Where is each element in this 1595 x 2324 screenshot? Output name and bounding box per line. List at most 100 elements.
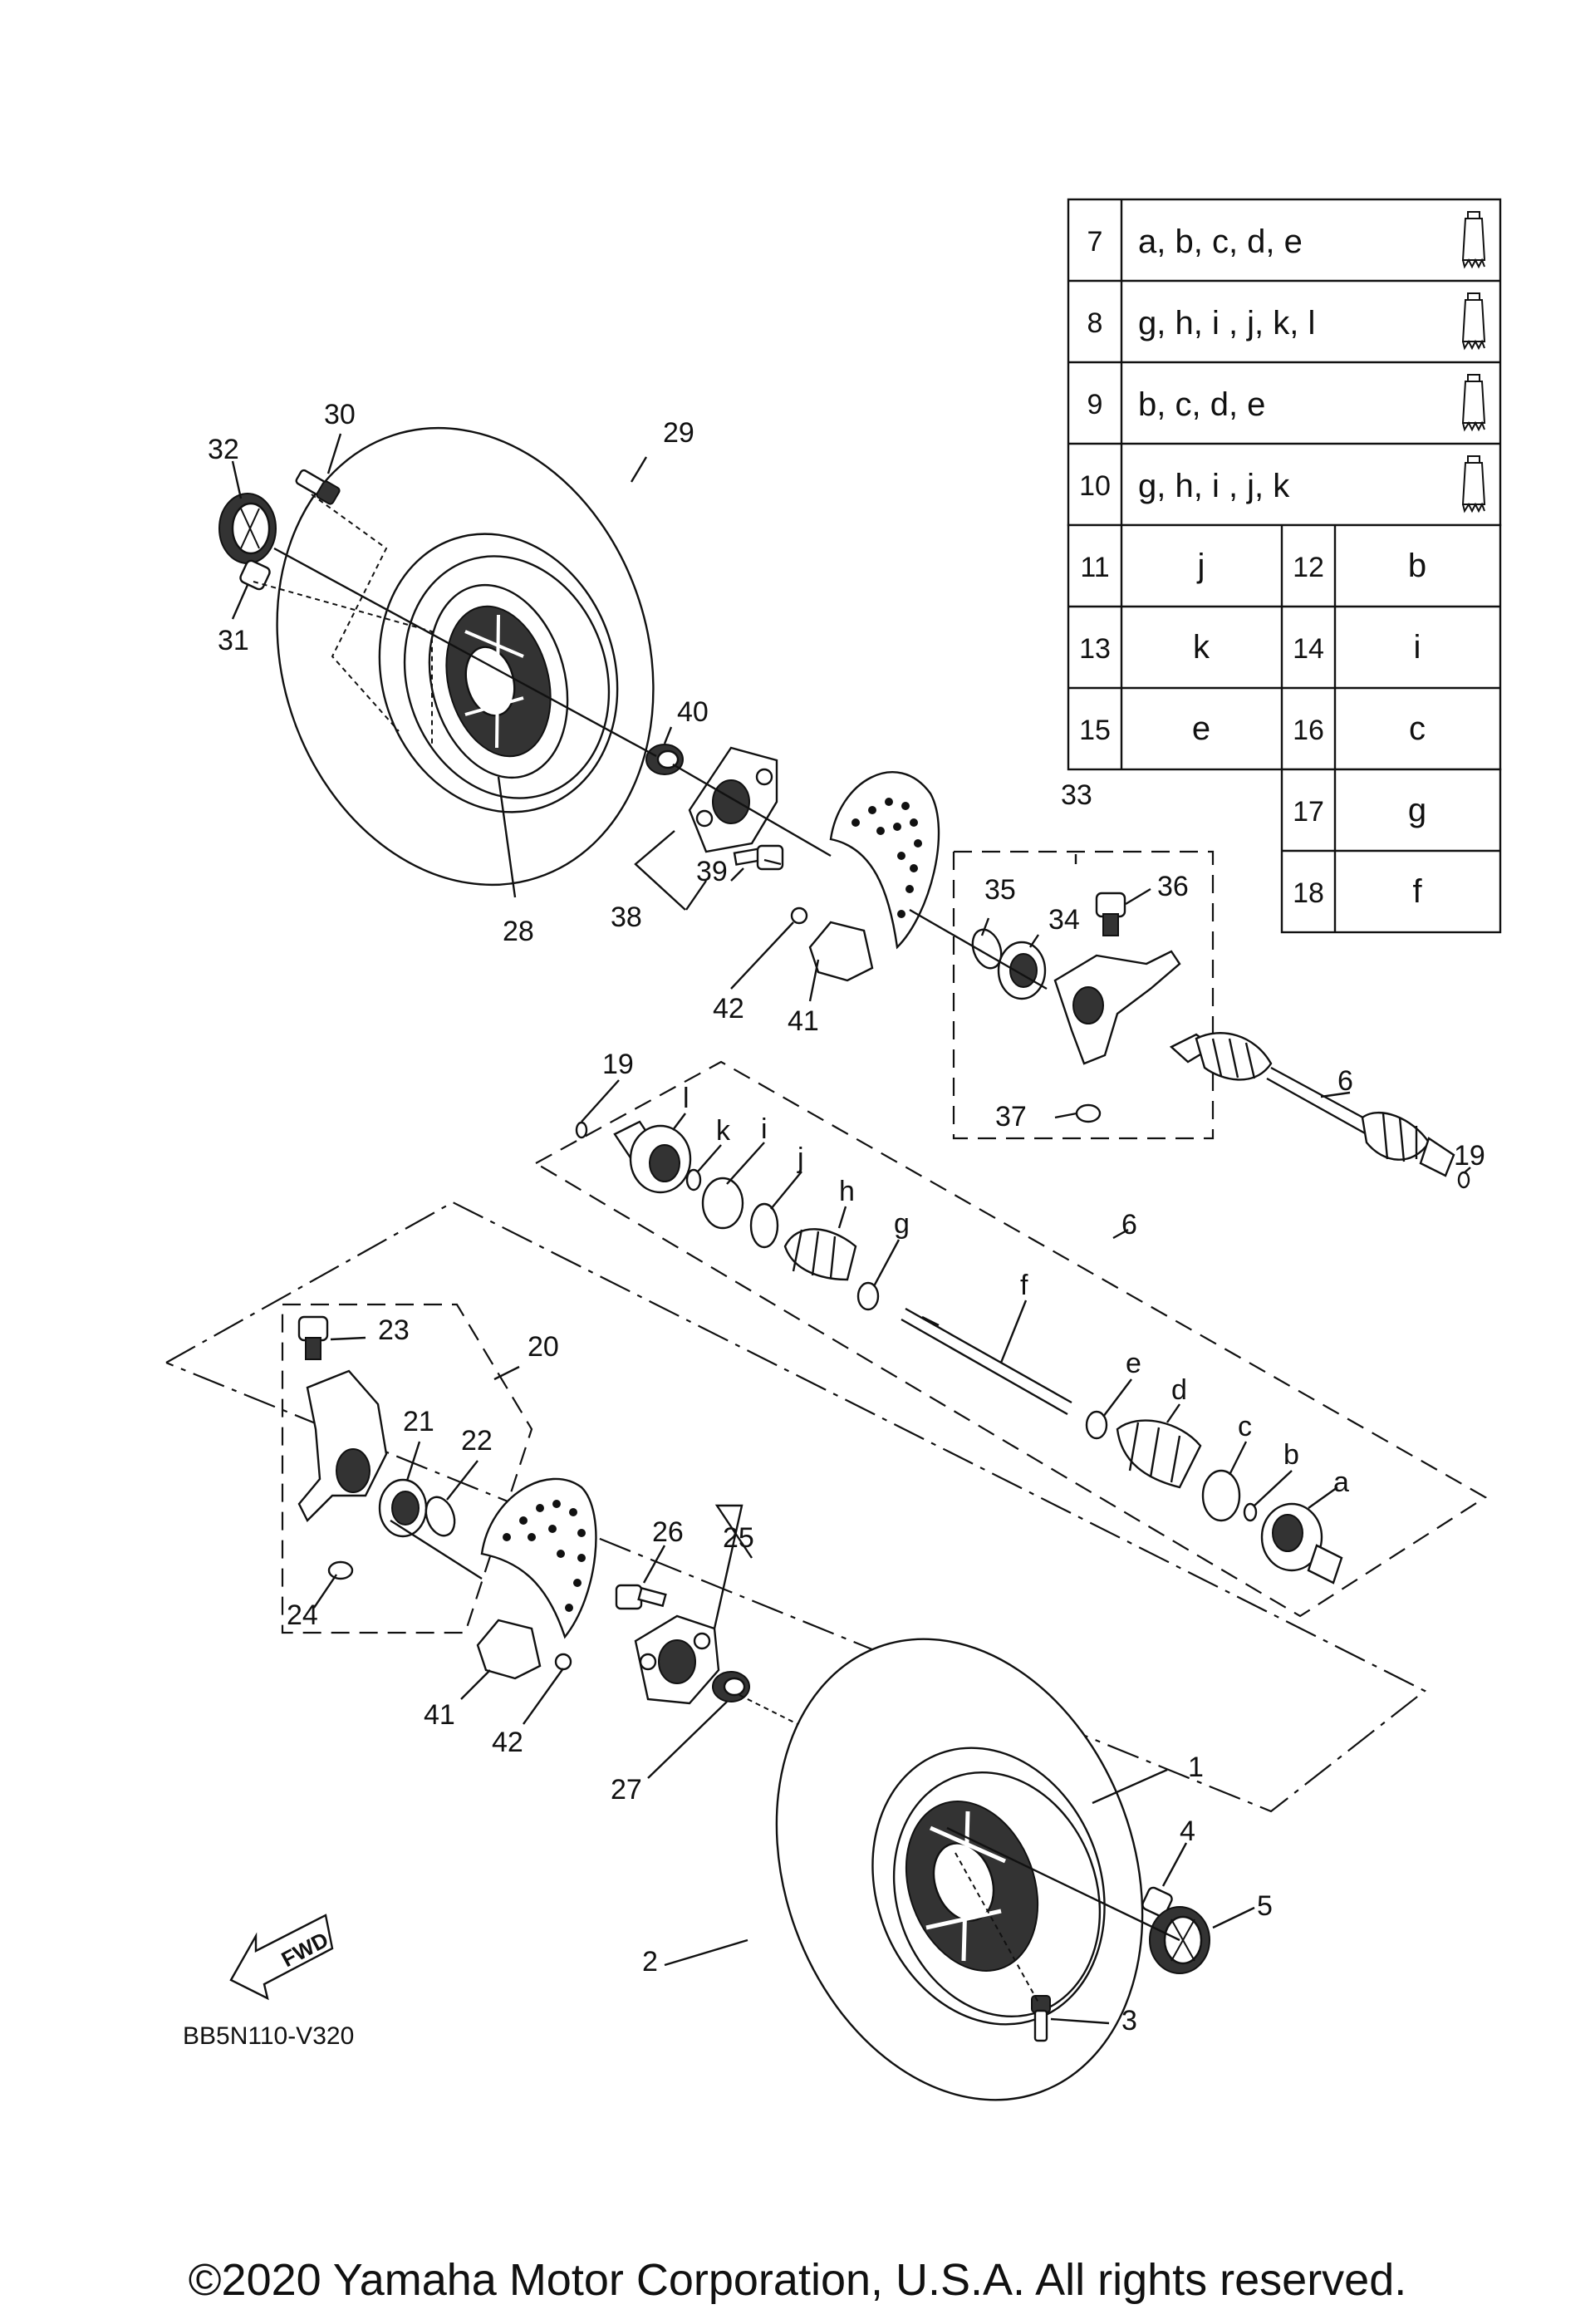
callout-d: d xyxy=(1171,1374,1187,1406)
lower-wheel-rim xyxy=(892,1771,1102,2018)
table-row-16-part: c xyxy=(1409,710,1426,747)
callout-34: 34 xyxy=(1048,904,1080,936)
table-row-14-part: i xyxy=(1414,629,1421,666)
cv-joint-a xyxy=(1260,1502,1343,1585)
callout-20: 20 xyxy=(528,1331,559,1363)
group-outlines xyxy=(165,850,1488,1813)
callout-42-upper: 42 xyxy=(713,993,744,1024)
callout-38: 38 xyxy=(611,902,642,933)
callout-41-upper: 41 xyxy=(788,1005,819,1037)
callout-e: e xyxy=(1126,1348,1141,1379)
table-row-8-number: 8 xyxy=(1087,307,1103,339)
table-row-17-part: g xyxy=(1408,792,1426,828)
circlip-24 xyxy=(327,1560,354,1580)
callout-l: l xyxy=(683,1083,690,1114)
hub-25 xyxy=(634,1614,720,1705)
circlip-35 xyxy=(971,928,1003,970)
table-row-7-number: 7 xyxy=(1087,226,1103,258)
cv-joint-l xyxy=(613,1120,692,1194)
table-row-17-number: 17 xyxy=(1293,796,1324,828)
table-row-16-number: 16 xyxy=(1293,715,1324,746)
ball-joint-23 xyxy=(297,1315,329,1360)
table-row-11-number: 11 xyxy=(1080,552,1109,583)
circlip-22 xyxy=(425,1496,456,1537)
callout-28: 28 xyxy=(503,916,534,947)
boot-h xyxy=(783,1228,857,1281)
callout-19-left: 19 xyxy=(602,1049,634,1080)
table-row-10-number: 10 xyxy=(1079,470,1111,502)
upper-wheel-assembly xyxy=(218,426,940,982)
callout-c: c xyxy=(1238,1411,1252,1442)
band-i xyxy=(701,1177,744,1230)
table-row-9-parts: b, c, d, e xyxy=(1138,386,1265,423)
callout-a: a xyxy=(1333,1467,1349,1498)
callout-39: 39 xyxy=(696,856,728,887)
callout-f: f xyxy=(1020,1270,1028,1301)
callout-g: g xyxy=(894,1208,910,1240)
lower-wheel-assembly xyxy=(775,1638,1210,2101)
callout-36: 36 xyxy=(1157,871,1189,902)
callout-k: k xyxy=(716,1115,731,1147)
steering-knuckle-lower xyxy=(297,1369,388,1523)
callout-30: 30 xyxy=(324,399,356,430)
callout-b: b xyxy=(1283,1439,1299,1471)
fwd-arrow-icon: FWD xyxy=(229,1914,334,2001)
callout-35: 35 xyxy=(984,874,1016,906)
hub-cap-32 xyxy=(218,493,277,564)
callout-21: 21 xyxy=(403,1406,434,1437)
callout-26: 26 xyxy=(652,1516,684,1548)
table-row-10-parts: g, h, i , j, k xyxy=(1138,468,1290,504)
nut-27 xyxy=(712,1671,750,1702)
callout-j: j xyxy=(797,1142,804,1174)
table-row-11-part: j xyxy=(1197,548,1205,584)
boot-d xyxy=(1116,1419,1202,1489)
bolt-42-upper xyxy=(790,907,808,925)
ball-joint-36 xyxy=(1095,892,1126,936)
grease-tube-icon xyxy=(1462,455,1485,512)
drive-shaft-exploded xyxy=(575,1120,1343,1585)
table-row-13-part: k xyxy=(1193,629,1210,666)
callout-5: 5 xyxy=(1257,1890,1273,1922)
table-row-15-part: e xyxy=(1192,710,1210,747)
knuckle-group-33 xyxy=(909,892,1181,1123)
grease-tube-icon xyxy=(1462,211,1485,268)
callout-i: i xyxy=(761,1113,768,1145)
leader-lines xyxy=(231,433,1471,2025)
nut-40 xyxy=(645,744,684,775)
callout-37: 37 xyxy=(995,1101,1027,1133)
callout-29: 29 xyxy=(663,417,694,449)
bearing-34 xyxy=(997,941,1047,1000)
nut-4 xyxy=(1141,1886,1173,1918)
steering-knuckle xyxy=(1053,950,1181,1065)
table-row-7-parts: a, b, c, d, e xyxy=(1138,224,1303,260)
callout-27: 27 xyxy=(611,1774,642,1806)
clip-19-left xyxy=(575,1121,588,1139)
band-j xyxy=(749,1202,779,1249)
grease-tube-icon xyxy=(1462,374,1485,430)
callout-labels: 1 2 3 4 5 6 6 19 19 20 21 22 23 24 25 26… xyxy=(208,399,1485,2037)
band-e xyxy=(1085,1410,1108,1440)
callout-6-assembled: 6 xyxy=(1337,1065,1353,1097)
bolt-39 xyxy=(733,844,784,871)
callout-22: 22 xyxy=(461,1425,493,1457)
callout-19-right: 19 xyxy=(1454,1140,1485,1172)
valve-stem-3 xyxy=(1031,1995,1051,2042)
table-row-12-part: b xyxy=(1408,548,1426,584)
grease-tube-icon xyxy=(1462,292,1485,349)
table-row-8-parts: g, h, i , j, k, l xyxy=(1138,305,1315,341)
clip-19-right xyxy=(1457,1171,1470,1189)
band-g xyxy=(856,1281,880,1311)
callout-h: h xyxy=(839,1176,855,1207)
table-row-18-part: f xyxy=(1412,873,1422,910)
callout-23: 23 xyxy=(378,1314,410,1346)
table-row-12-number: 12 xyxy=(1293,552,1324,583)
drive-shaft-assembled xyxy=(1169,1032,1470,1189)
nut-31 xyxy=(239,559,271,591)
table-row-15-number: 15 xyxy=(1079,715,1111,746)
callout-25: 25 xyxy=(723,1522,754,1554)
callout-41-lower: 41 xyxy=(424,1699,455,1731)
valve-stem-30 xyxy=(295,469,341,505)
bolt-26 xyxy=(615,1584,667,1610)
callout-33: 33 xyxy=(1061,779,1092,811)
table-row-14-number: 14 xyxy=(1293,633,1324,665)
